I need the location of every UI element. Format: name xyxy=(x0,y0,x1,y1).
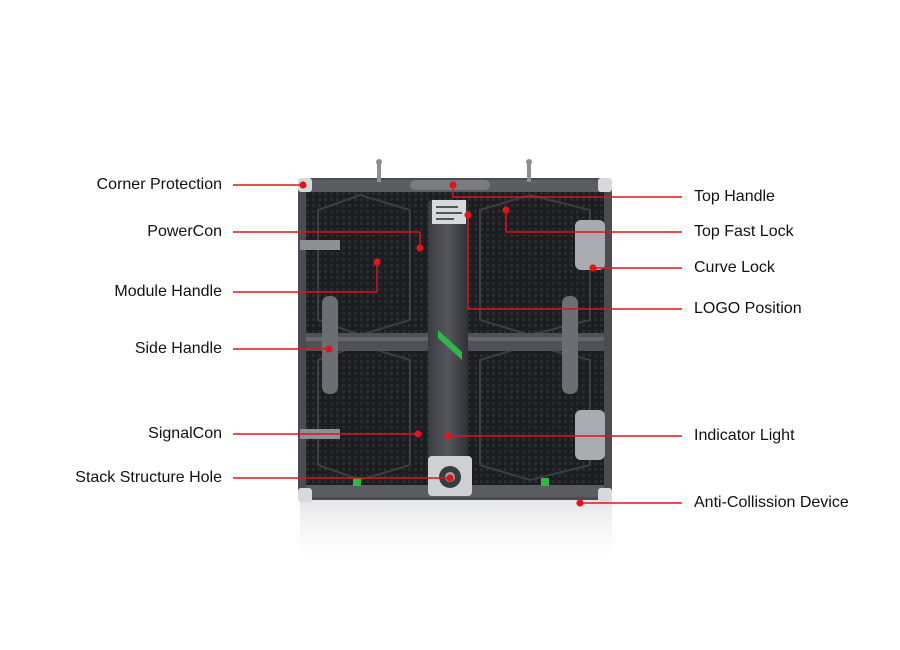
label-indicator-light: Indicator Light xyxy=(694,427,795,444)
floor-reflection xyxy=(300,500,612,570)
dot-module-handle xyxy=(373,258,381,266)
dot-top-handle xyxy=(449,181,457,189)
dot-indicator-light xyxy=(444,432,452,440)
label-anti-collision-device: Anti-Collission Device xyxy=(694,494,849,511)
dot-side-handle xyxy=(325,345,333,353)
label-stack-structure-hole: Stack Structure Hole xyxy=(75,469,222,486)
side-handle-right xyxy=(562,296,578,394)
center-spine xyxy=(428,200,468,462)
dot-stack-structure-hole xyxy=(446,474,454,482)
dot-curve-lock xyxy=(589,264,597,272)
label-top-fast-lock: Top Fast Lock xyxy=(694,223,794,240)
dot-signalcon xyxy=(414,430,422,438)
dot-logo-position xyxy=(464,211,472,219)
dot-corner-protection xyxy=(299,181,307,189)
leader-top-fast-lock xyxy=(505,210,682,233)
corner-protectors xyxy=(298,178,612,502)
label-side-handle: Side Handle xyxy=(134,340,222,357)
leader-logo-position xyxy=(467,215,682,310)
label-module-handle: Module Handle xyxy=(114,283,222,300)
label-signalcon: SignalCon xyxy=(148,425,222,442)
leader-top-handle xyxy=(452,185,682,198)
label-top-handle: Top Handle xyxy=(694,188,775,205)
dot-top-fast-lock xyxy=(502,206,510,214)
label-corner-protection: Corner Protection xyxy=(96,176,222,193)
leader-module-handle xyxy=(233,262,378,293)
green-accent xyxy=(438,330,462,360)
leader-powercon xyxy=(233,231,421,248)
curve-lock-bottom xyxy=(575,410,605,460)
powercon-shape xyxy=(300,240,340,250)
label-powercon: PowerCon xyxy=(147,223,222,240)
label-logo-position: LOGO Position xyxy=(694,300,802,317)
side-handle-shape xyxy=(322,296,338,394)
dot-anti-collision-device xyxy=(576,499,584,507)
curve-lock-top xyxy=(575,220,605,270)
top-pins xyxy=(376,159,532,182)
label-curve-lock: Curve Lock xyxy=(694,259,775,276)
bottom-clips xyxy=(353,478,549,486)
dot-powercon xyxy=(416,244,424,252)
